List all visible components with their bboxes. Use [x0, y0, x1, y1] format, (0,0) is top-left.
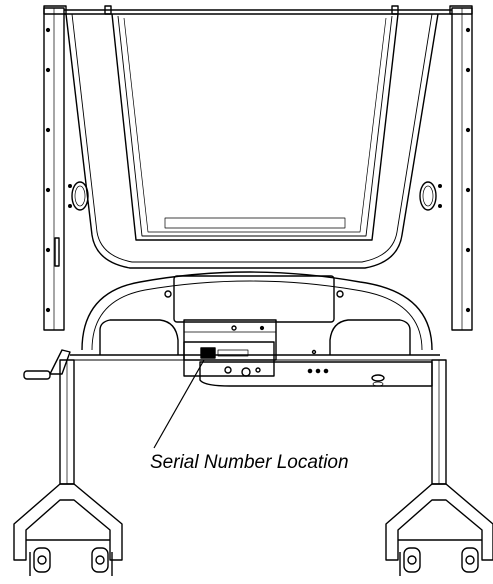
left-base: [13, 483, 123, 576]
back-shell: [65, 13, 443, 269]
top-bar: [64, 5, 452, 15]
handle: [23, 349, 71, 380]
middle-shelf: [70, 271, 440, 361]
serial-number-callout: Serial Number Location: [150, 452, 349, 473]
electronics-module: [183, 319, 433, 387]
right-frame-rail: [449, 5, 473, 331]
right-caster-b: [461, 547, 479, 573]
left-caster-b: [91, 547, 113, 576]
projector-box: [164, 275, 344, 323]
lower-frame: [59, 359, 447, 485]
callout-leader: [153, 359, 205, 449]
right-base: [385, 483, 493, 576]
left-frame-rail: [43, 5, 67, 331]
right-caster-a: [399, 547, 421, 576]
inner-trapezoid: [111, 13, 399, 241]
left-caster-a: [29, 547, 51, 576]
